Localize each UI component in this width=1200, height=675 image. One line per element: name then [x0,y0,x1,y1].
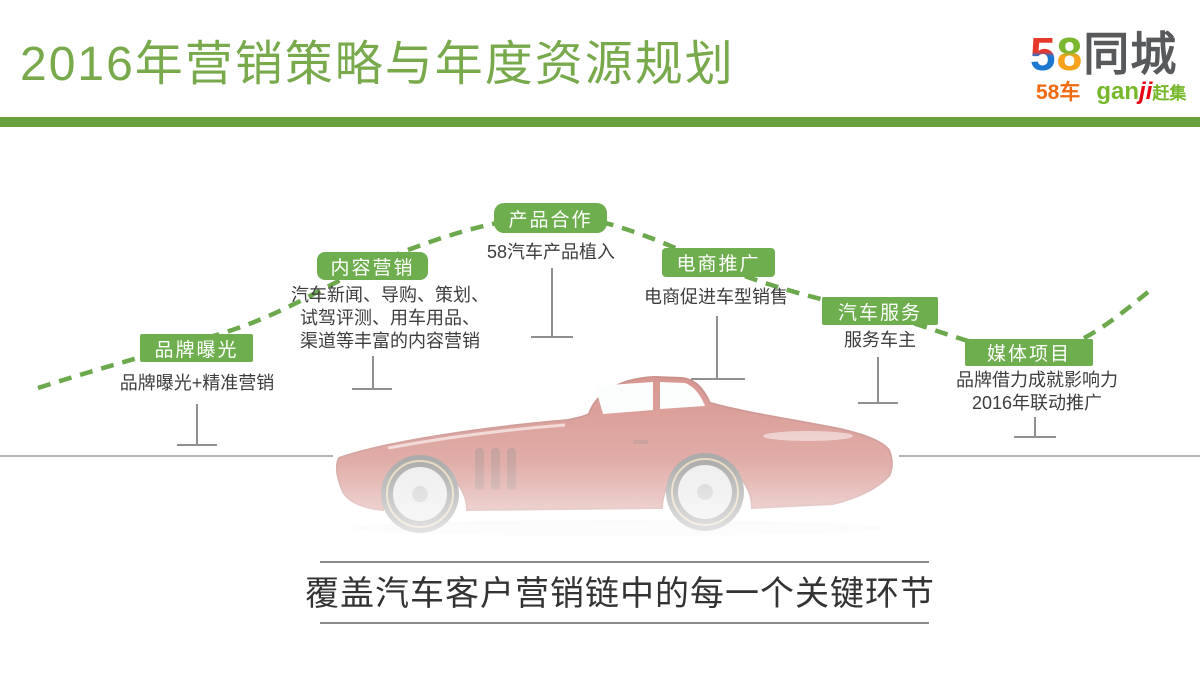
page-title: 2016年营销策略与年度资源规划 [20,38,735,91]
connector-line [372,356,374,388]
connector-line [551,268,553,336]
logo-58che: 58车 [1036,81,1081,104]
stage-desc-brand-exposure: 品牌曝光+精准营销 [119,373,275,393]
logo-city-text: 同城 [1083,28,1178,80]
stage-label-content-marketing: 内容营销 [317,252,428,280]
desc-line: 品牌借力成就影响力 [956,370,1118,390]
connector-tick [691,378,745,380]
connector-line [1034,417,1036,436]
connector-tick [177,444,217,446]
car-image [333,356,899,548]
connector-tick [352,388,392,390]
stage-label-product-cooperation: 产品合作 [494,203,607,233]
logo-ganji-cn: 赶集 [1152,84,1187,103]
banner-text: 覆盖汽车客户营销链中的每一个关键环节 [305,575,935,613]
stage-desc-ecommerce-promotion: 电商促进车型销售 [644,287,788,307]
desc-line: 渠道等丰富的内容营销 [300,331,480,351]
connector-line [877,357,879,402]
desc-line: 2016年联动推广 [971,393,1103,413]
connector-line [196,404,198,444]
stage-desc-product-cooperation: 58汽车产品植入 [486,242,616,262]
logo-digit-5: 5 [1030,28,1057,80]
logo-58tongcheng: 58同城 [1030,18,1177,84]
logo-sub-brands: 58车 ganji赶集 [1036,76,1186,106]
logo-ganji-mark-icon: ji [1139,78,1153,105]
desc-line: 汽车新闻、导购、策划、 [291,285,489,305]
stage-label-brand-exposure: 品牌曝光 [140,334,253,362]
stage-label-ecommerce-promotion: 电商推广 [662,248,775,277]
banner-top-rule [320,561,929,563]
header-divider-bar [0,117,1200,127]
logo-digit-8: 8 [1056,28,1084,80]
connector-line [716,316,718,378]
desc-line: 试驾评测、用车用品、 [300,308,480,328]
connector-tick [531,336,573,338]
connector-tick [858,402,898,404]
stage-desc-media-project: 品牌借力成就影响力 2016年联动推广 [925,369,1149,415]
logo-ganji-latin: gan [1096,78,1140,105]
stage-label-media-project: 媒体项目 [965,339,1093,366]
stage-desc-auto-service: 服务车主 [844,330,916,350]
stage-desc-content-marketing: 汽车新闻、导购、策划、 试驾评测、用车用品、 渠道等丰富的内容营销 [283,284,497,353]
stage-label-auto-service: 汽车服务 [822,297,938,325]
banner-bottom-rule [320,622,929,624]
connector-tick [1014,436,1056,438]
